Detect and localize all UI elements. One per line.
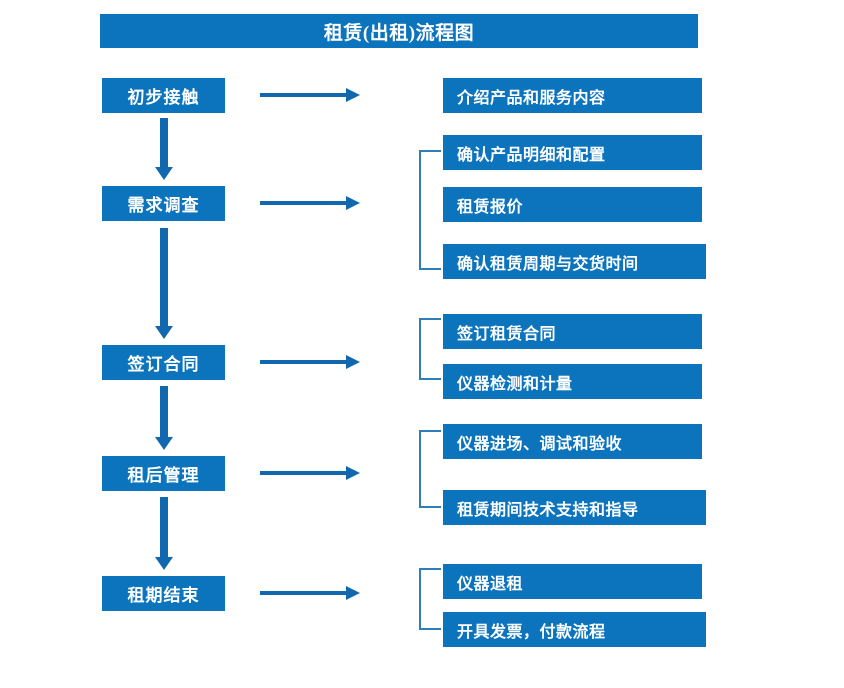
- detail-box-rental-quotation[interactable]: 租赁报价: [443, 187, 702, 222]
- detail-box-confirm-rental-period-delivery[interactable]: 确认租赁周期与交货时间: [443, 244, 706, 279]
- detail-box-invoice-payment-process[interactable]: 开具发票，付款流程: [443, 612, 706, 647]
- horizontal-arrow-stage1: [260, 88, 360, 102]
- diagram-title: 租赁(出租)流程图: [100, 14, 698, 48]
- stage-box-rental-end[interactable]: 租期结束: [102, 576, 225, 611]
- vertical-arrow-stage3-to-stage4: [155, 386, 173, 450]
- detail-box-sign-rental-contract[interactable]: 签订租赁合同: [443, 314, 702, 349]
- detail-box-instrument-inspection-metrology[interactable]: 仪器检测和计量: [443, 364, 702, 399]
- vertical-arrow-stage4-to-stage5: [155, 497, 173, 570]
- detail-box-introduce-products-services[interactable]: 介绍产品和服务内容: [443, 78, 702, 113]
- stage-box-needs-survey[interactable]: 需求调查: [102, 186, 225, 221]
- detail-box-technical-support-guidance[interactable]: 租赁期间技术支持和指导: [443, 490, 706, 525]
- horizontal-arrow-stage4: [260, 466, 360, 480]
- horizontal-arrow-stage5: [260, 586, 360, 600]
- detail-box-instrument-entry-commissioning-acceptance[interactable]: 仪器进场、调试和验收: [443, 424, 702, 459]
- detail-box-instrument-return[interactable]: 仪器退租: [443, 564, 702, 599]
- group-bracket-needs-survey: [419, 150, 441, 270]
- detail-box-confirm-product-details-config[interactable]: 确认产品明细和配置: [443, 135, 702, 170]
- group-bracket-post-rental: [419, 430, 441, 508]
- vertical-arrow-stage2-to-stage3: [155, 228, 173, 339]
- horizontal-arrow-stage2: [260, 196, 360, 210]
- stage-box-post-rental-management[interactable]: 租后管理: [102, 456, 225, 491]
- group-bracket-rental-end: [419, 568, 441, 630]
- stage-box-sign-contract[interactable]: 签订合同: [102, 345, 225, 380]
- stage-box-initial-contact[interactable]: 初步接触: [102, 78, 225, 113]
- group-bracket-sign-contract: [419, 318, 441, 380]
- horizontal-arrow-stage3: [260, 355, 360, 369]
- vertical-arrow-stage1-to-stage2: [155, 118, 173, 180]
